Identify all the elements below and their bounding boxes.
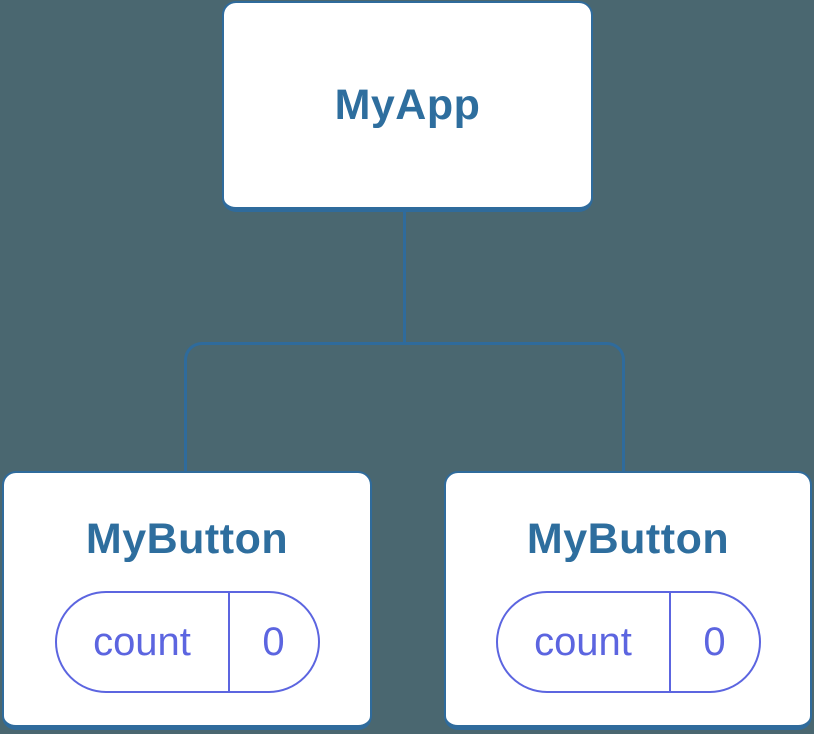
state-value-right: 0 <box>703 619 726 664</box>
node-mybutton-right: MyButton count 0 <box>444 471 812 730</box>
state-key-left: count <box>57 593 230 691</box>
connector-branch <box>184 342 625 471</box>
connector-root-stem <box>403 210 406 344</box>
state-pill-right: count 0 <box>495 591 761 693</box>
state-pill-left: count 0 <box>54 591 320 693</box>
state-value-left: 0 <box>262 619 285 664</box>
node-mybutton-left: MyButton count 0 <box>2 471 372 730</box>
node-myapp-label: MyApp <box>334 81 481 129</box>
node-mybutton-left-label: MyButton <box>85 515 289 563</box>
state-key-right: count <box>498 593 671 691</box>
node-mybutton-right-label: MyButton <box>526 515 730 563</box>
node-myapp: MyApp <box>222 1 593 212</box>
